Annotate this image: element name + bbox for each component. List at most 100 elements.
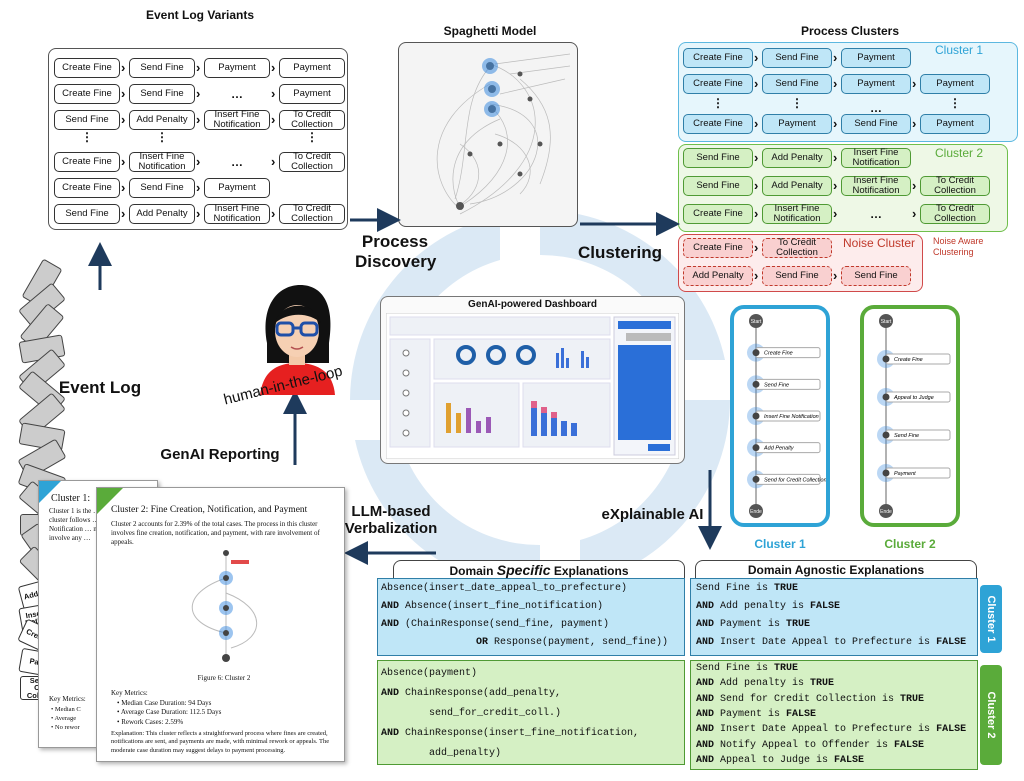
report-back-metric-item: • Median C [51, 706, 81, 713]
cluster2-step: To Credit Collection [920, 204, 990, 224]
cluster2-tab-label: Cluster 2 [985, 691, 997, 739]
svg-text:Ende: Ende [880, 509, 892, 515]
cluster1-chevron-icon: › [833, 116, 838, 131]
c1-specific-line: AND (ChainResponse(send_fine, payment) [381, 619, 609, 630]
cluster1-chevron-icon: › [912, 116, 917, 131]
svg-text:Start: Start [751, 319, 762, 325]
cluster1-step: Payment [762, 114, 832, 134]
variant-vdots: ⋮ [81, 130, 93, 144]
variant-step: To Credit Collection [279, 110, 345, 130]
c2-agnostic-line-text: Notify Appeal to Offender is [720, 739, 895, 751]
svg-text:Payment: Payment [894, 471, 916, 477]
c2-agnostic-line-text: Insert Date Appeal to Prefecture is [720, 724, 937, 736]
c1-specific-line: OR Response(payment, send_fine)) [476, 637, 668, 648]
noise-chevron-icon: › [833, 268, 838, 283]
report-metric-item: • Median Case Duration: 94 Days [117, 699, 212, 707]
cluster1-chevron-icon: › [754, 76, 759, 91]
c2-agnostic-line-keyword: AND [696, 678, 721, 690]
variant-step: Payment [204, 178, 270, 198]
variant-step: To Credit Collection [279, 152, 345, 172]
svg-text:Appeal to Judge: Appeal to Judge [893, 395, 934, 401]
c2-agnostic-line: AND Add penalty is TRUE [696, 678, 834, 689]
variant-step: Insert Fine Notification [204, 110, 270, 130]
cluster2-step: Send Fine [683, 176, 753, 196]
variant-ellipsis: … [231, 87, 243, 101]
map-node: Ende [879, 504, 893, 518]
variant-step: Payment [279, 84, 345, 104]
map-node: Send Fine [747, 375, 821, 394]
variant-vdots: ⋮ [156, 130, 168, 144]
c2-agnostic-line-text: Add penalty is [720, 678, 811, 690]
map-node: Start [879, 314, 893, 328]
cluster1-step: Create Fine [683, 74, 753, 94]
cluster1-step: Send Fine [762, 48, 832, 68]
variant-chevron-icon: › [271, 86, 276, 101]
c1-agnostic-box [690, 578, 978, 656]
human-avatar-icon [260, 285, 335, 395]
cluster1-step: Payment [920, 114, 990, 134]
c2-agnostic-line-value: TRUE [774, 663, 799, 674]
c2-agnostic-line-value: TRUE [810, 678, 835, 690]
map-node: Payment [877, 464, 951, 482]
c1-agnostic-line: Send Fine is TRUE [696, 583, 798, 594]
report-back-metric-item: • Average [51, 715, 77, 723]
c1-agnostic-line: AND Add penalty is FALSE [696, 601, 840, 612]
c1-agnostic-line-text: Add penalty is [720, 601, 811, 612]
c1-agnostic-line-value: TRUE [786, 619, 811, 630]
map-node: Insert Fine Notification [747, 407, 821, 425]
dashboard-title: GenAI-powered Dashboard [468, 299, 597, 310]
c2-agnostic-line-text: Appeal to Judge is [720, 754, 835, 766]
c2-specific-line-keyword: AND [381, 688, 400, 699]
cluster2-chevron-icon: › [833, 150, 838, 165]
clustering-label: Clustering [577, 243, 663, 262]
c2-agnostic-line-value: FALSE [834, 754, 865, 766]
dashboard-screenshot [386, 313, 679, 459]
variants-panel [48, 48, 348, 230]
cluster1-vdots: ⋮ [791, 96, 803, 110]
c2-specific-line-text: ChainResponse(add_penalty, [399, 688, 562, 699]
c1-specific-line-text: Absence(insert_fine_notification) [399, 601, 604, 612]
cluster1-ellipsis: … [870, 101, 882, 115]
c2-specific-line: AND ChainResponse(add_penalty, [381, 688, 561, 699]
cluster2-step: Create Fine [683, 204, 753, 224]
event-log-pile: Add PenaltyInsert Fine NotificationCreat… [17, 258, 190, 700]
process-discovery-label: Process Discovery [355, 232, 437, 271]
noise-step: Create Fine [683, 238, 753, 258]
map-node: Appeal to Judge [877, 388, 951, 406]
c2-agnostic-line-keyword: AND [696, 708, 721, 720]
c1-specific-line-keyword: AND [381, 619, 400, 630]
map-node: Create Fine [747, 343, 821, 362]
cluster2-step: To Credit Collection [920, 176, 990, 196]
report-metric-item: • Rework Cases: 2.59% [117, 717, 184, 726]
c2-specific-box [377, 660, 685, 765]
cluster1-chevron-icon: › [912, 76, 917, 91]
variant-step: Create Fine [54, 58, 120, 78]
c1-agnostic-line-keyword: AND [696, 601, 721, 612]
cluster2-label: Cluster 2 [935, 146, 984, 160]
c1-specific-line: AND Absence(insert_fine_notification) [381, 601, 603, 612]
noise-chevron-icon: › [754, 268, 759, 283]
agnostic-explanations-title: Domain Agnostic Explanations [695, 560, 977, 579]
noise-aware-label: Noise Aware Clustering [933, 236, 984, 258]
report-metric-item: • Average Case Duration: 112.5 Days [117, 708, 222, 717]
svg-text:Send Fine: Send Fine [764, 382, 789, 388]
c1-specific-box [377, 578, 685, 656]
clusters-title: Process Clusters [800, 24, 900, 38]
variant-step: Payment [204, 58, 270, 78]
c2-agnostic-line: AND Notify Appeal to Offender is FALSE [696, 740, 924, 751]
variant-vdots: ⋮ [306, 130, 318, 144]
map-node: Add Penalty [747, 438, 821, 457]
cluster1-vdots: ⋮ [712, 96, 724, 110]
cluster1-tab [980, 585, 1002, 653]
cluster1-chevron-icon: › [754, 116, 759, 131]
report-metrics-title: Key Metrics: [111, 689, 148, 697]
report-explanation: Explanation: This cluster reflects a str… [111, 730, 330, 754]
report-title: Cluster 2: Fine Creation, Notification, … [111, 505, 308, 515]
cluster2-chevron-icon: › [754, 206, 759, 221]
variant-step: Send Fine [54, 204, 120, 224]
cluster2-step: Add Penalty [762, 148, 832, 168]
spaghetti-model-graph [436, 53, 571, 215]
specific-explanations-title: Domain Specific Explanations [393, 560, 685, 579]
cluster1-vdots: ⋮ [949, 96, 961, 110]
